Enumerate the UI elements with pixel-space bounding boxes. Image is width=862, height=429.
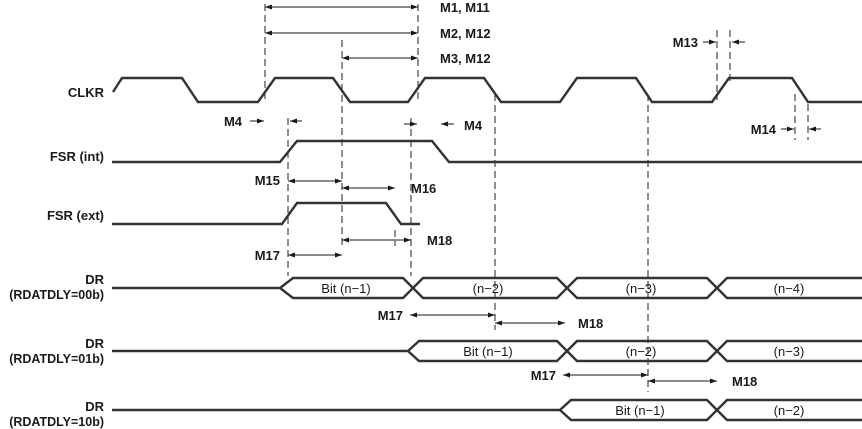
- signal-labels: CLKR FSR (int) FSR (ext) DR (RDATDLY=00b…: [9, 85, 104, 429]
- timing-label-m4-left: M4: [224, 114, 243, 129]
- timing-arrows: [250, 4, 821, 384]
- bit-labels: Bit (n−1) (n−2) (n−3) (n−4) Bit (n−1) (n…: [321, 281, 804, 418]
- reference-lines: [264, 4, 809, 392]
- timing-label-m18-c: M18: [732, 374, 757, 389]
- dr0-bit-label-4: (n−4): [774, 281, 805, 296]
- dr-10b-bus: [112, 398, 862, 422]
- dr0-bit-label-2: (n−2): [473, 281, 504, 296]
- dr2-bit-label-1: Bit (n−1): [615, 403, 665, 418]
- dr0-bit-label-1: Bit (n−1): [321, 281, 371, 296]
- label-dr2: DR: [85, 399, 104, 414]
- timing-label-m3-m12: M3, M12: [440, 51, 491, 66]
- label-dr2-mode: (RDATDLY=10b): [9, 415, 104, 429]
- timing-label-m2-m12: M2, M12: [440, 26, 491, 41]
- fsr-ext-waveform: [112, 201, 420, 226]
- dr-01b-bus: [112, 339, 862, 363]
- timing-label-m18-b: M18: [578, 316, 603, 331]
- clkr-waveform: [111, 76, 862, 104]
- label-fsr-ext: FSR (ext): [47, 208, 104, 223]
- label-dr0: DR: [85, 272, 104, 287]
- timing-label-m14: M14: [751, 122, 777, 137]
- label-clkr: CLKR: [68, 85, 105, 100]
- dr-00b-bus: [112, 276, 862, 300]
- timing-label-m15: M15: [255, 173, 280, 188]
- timing-labels: M1, M11 M2, M12 M3, M12 M13 M4 M4 M14 M1…: [224, 0, 777, 389]
- dr1-bit-label-1: Bit (n−1): [463, 344, 513, 359]
- timing-label-m17-a: M17: [255, 248, 280, 263]
- timing-label-m16: M16: [411, 181, 436, 196]
- timing-label-m4-right: M4: [464, 118, 483, 133]
- timing-label-m17-b: M17: [378, 308, 403, 323]
- label-dr1-mode: (RDATDLY=01b): [9, 352, 104, 366]
- dr1-bit-3: [715, 339, 862, 363]
- label-fsr-int: FSR (int): [50, 149, 104, 164]
- timing-label-m17-c: M17: [531, 368, 556, 383]
- timing-label-m13: M13: [673, 35, 698, 50]
- dr1-bit-label-2: (n−2): [626, 344, 657, 359]
- dr2-bit-2: [715, 398, 862, 422]
- dr0-bit-4: [715, 276, 862, 300]
- label-dr1: DR: [85, 336, 104, 351]
- label-dr0-mode: (RDATDLY=00b): [9, 288, 104, 302]
- dr0-bit-label-3: (n−3): [626, 281, 657, 296]
- fsr-int-waveform: [112, 139, 862, 164]
- dr1-bit-label-3: (n−3): [774, 344, 805, 359]
- timing-label-m1-m11: M1, M11: [440, 0, 490, 15]
- timing-label-m18-a: M18: [427, 233, 452, 248]
- dr2-bit-label-2: (n−2): [774, 403, 805, 418]
